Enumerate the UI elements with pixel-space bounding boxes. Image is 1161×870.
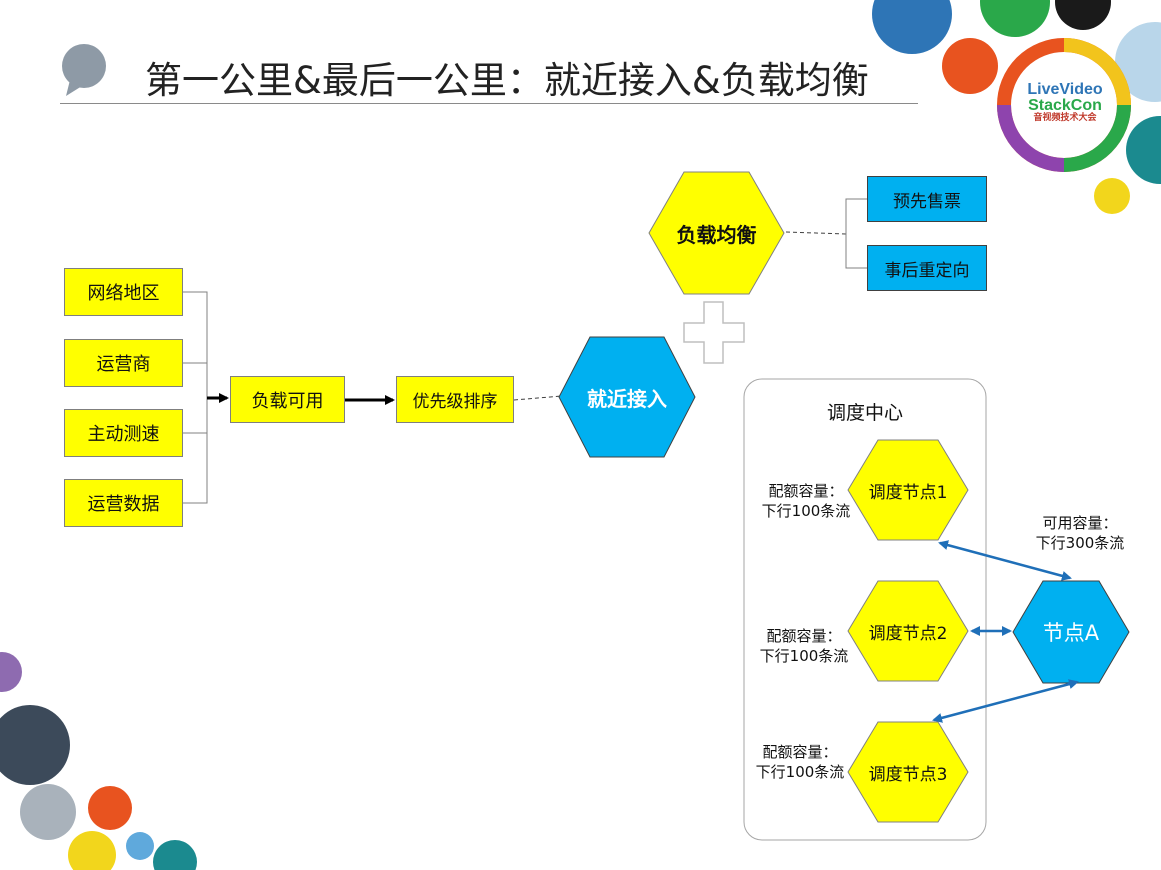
quota-note-1: 配额容量： 下行100条流 bbox=[752, 481, 860, 521]
link-node1-nodeA bbox=[938, 540, 1072, 581]
input-active-speedtest: 主动测速 bbox=[64, 409, 183, 457]
quota-note-2-line2: 下行100条流 bbox=[759, 647, 849, 665]
nearby-access-label: 就近接入 bbox=[587, 386, 667, 411]
logo-line-1: LiveVideo bbox=[1027, 81, 1103, 98]
quota-note-3-line1: 配额容量： bbox=[762, 743, 838, 761]
logo-line-3: 音视频技术大会 bbox=[1033, 113, 1097, 123]
sched-node-1-hexagon bbox=[847, 439, 969, 541]
quota-note-3-line2: 下行100条流 bbox=[755, 763, 845, 781]
sched-node-2-label: 调度节点2 bbox=[868, 623, 948, 644]
conference-logo: LiveVideo StackCon 音视频技术大会 bbox=[1018, 82, 1112, 123]
node-a-capacity-line1: 可用容量： bbox=[1042, 514, 1118, 532]
quota-note-2: 配额容量： 下行100条流 bbox=[750, 626, 858, 666]
input-network-region: 网络地区 bbox=[64, 268, 183, 316]
node-a-capacity-line2: 下行300条流 bbox=[1035, 534, 1125, 552]
quota-note-2-line1: 配额容量： bbox=[766, 627, 842, 645]
scheduler-title: 调度中心 bbox=[826, 402, 903, 424]
box-priority-sort: 优先级排序 bbox=[396, 376, 514, 423]
quota-note-1-line2: 下行100条流 bbox=[761, 502, 851, 520]
option-presale-ticket: 预先售票 bbox=[867, 176, 987, 222]
node-a-label: 节点A bbox=[1042, 621, 1100, 645]
decorative-dots-bottom-left bbox=[0, 652, 197, 870]
input-carrier: 运营商 bbox=[64, 339, 183, 387]
dashed-priority-to-nearby bbox=[513, 395, 563, 401]
node-a-capacity-note: 可用容量： 下行300条流 bbox=[1024, 513, 1136, 553]
dashed-load-balance bbox=[785, 231, 847, 235]
quota-note-3: 配额容量： 下行100条流 bbox=[746, 742, 854, 782]
sched-node-1-label: 调度节点1 bbox=[868, 482, 948, 503]
logo-line-2: StackCon bbox=[1028, 97, 1102, 114]
title-divider bbox=[60, 103, 918, 104]
link-node3-nodeA bbox=[932, 679, 1079, 723]
box-load-available: 负载可用 bbox=[230, 376, 345, 423]
logo-ring bbox=[997, 38, 1131, 172]
slide-title: 第一公里&最后一公里：就近接入&负载均衡 bbox=[145, 59, 869, 102]
sched-node-2-hexagon bbox=[847, 580, 969, 682]
sched-node-3-label: 调度节点3 bbox=[868, 764, 948, 785]
plus-icon bbox=[683, 301, 745, 364]
sched-node-3-hexagon bbox=[847, 721, 969, 823]
load-balance-hexagon bbox=[648, 171, 785, 295]
load-balance-label: 负载均衡 bbox=[676, 222, 757, 247]
option-post-redirect: 事后重定向 bbox=[867, 245, 987, 291]
quota-note-1-line1: 配额容量： bbox=[768, 482, 844, 500]
input-operation-data: 运营数据 bbox=[64, 479, 183, 527]
title-bullet-icon bbox=[62, 44, 106, 96]
input-bracket bbox=[183, 291, 208, 504]
nearby-access-hexagon bbox=[558, 336, 696, 458]
load-balance-bracket bbox=[845, 198, 867, 269]
